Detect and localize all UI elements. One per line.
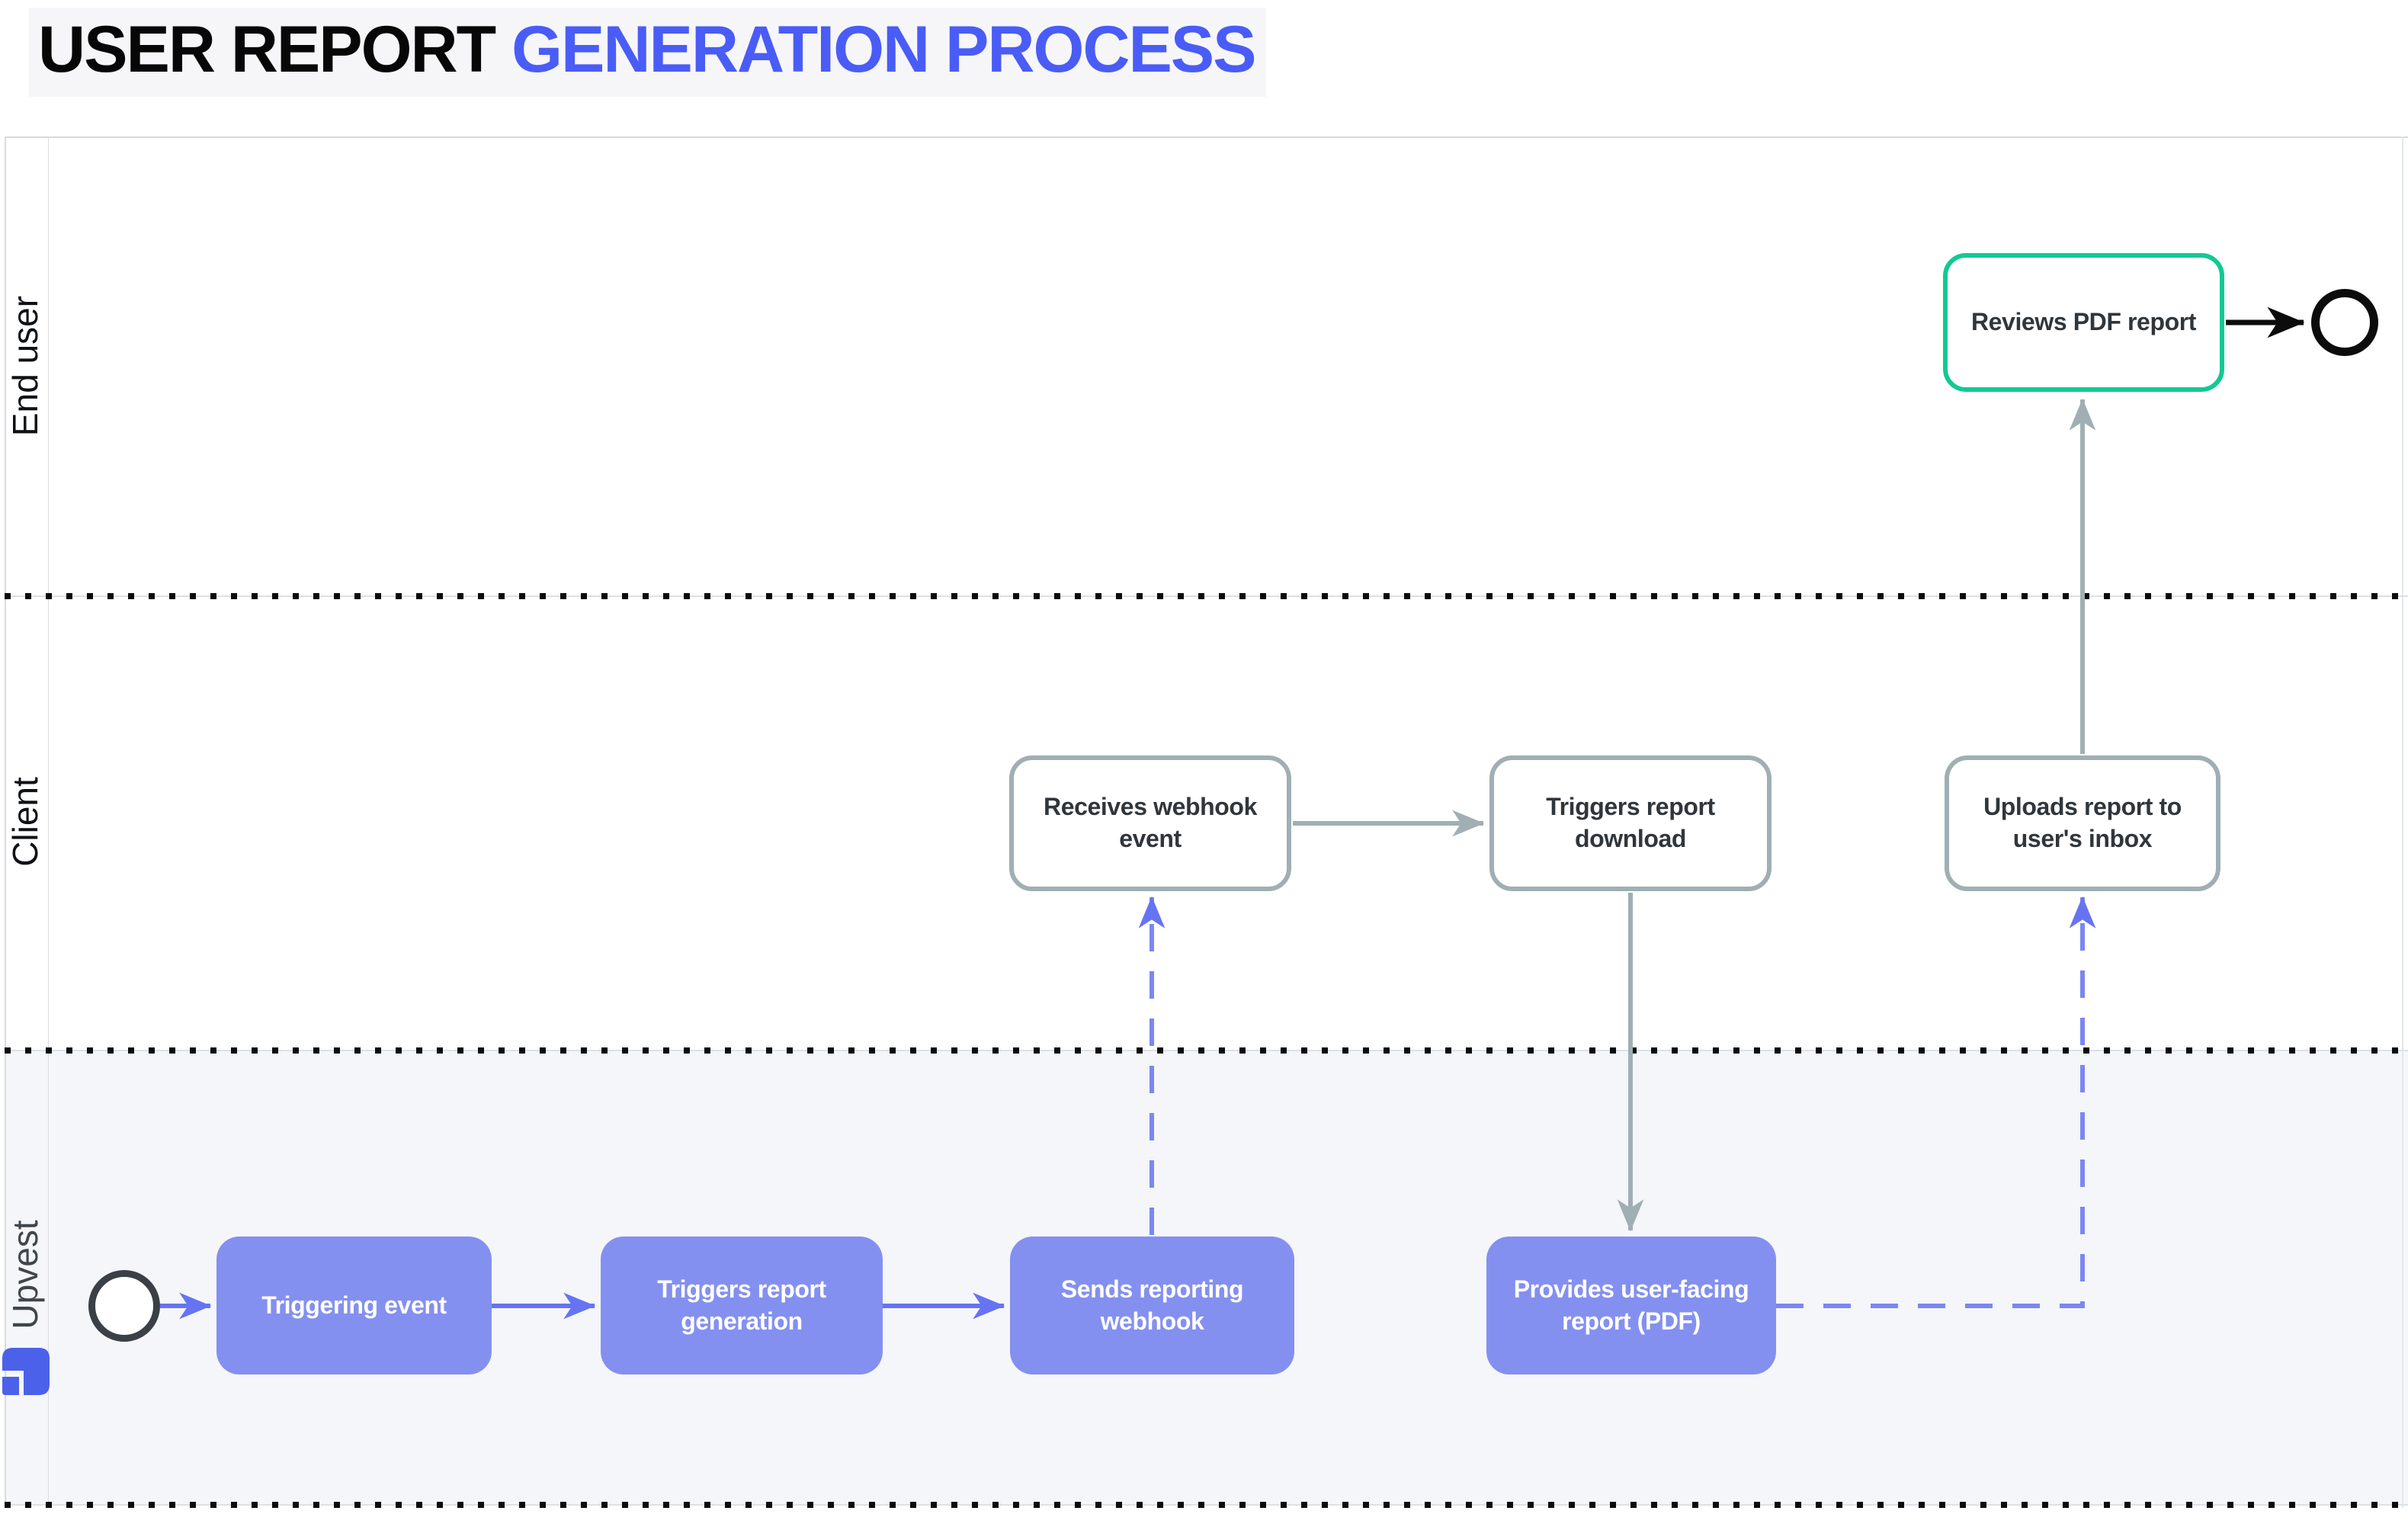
lane-label-client: Client <box>5 777 45 867</box>
page-title: USER REPORT GENERATION PROCESS <box>29 8 1266 97</box>
pool-border-top <box>5 136 2408 138</box>
task-reviews-pdf-report: Reviews PDF report <box>1943 253 2224 392</box>
page-title-accent: GENERATION PROCESS <box>511 13 1256 86</box>
lane-divider-enduser-client <box>5 593 2408 599</box>
end-event-circle <box>2311 289 2378 356</box>
pool-border-bottom <box>5 1502 2408 1508</box>
lane-label-end-user: End user <box>5 295 45 437</box>
task-receives-webhook-event: Receives webhook event <box>1009 755 1291 891</box>
lane-divider-client-upvest <box>5 1047 2408 1054</box>
lane-label-column-divider <box>48 136 49 1508</box>
task-uploads-report-to-inbox: Uploads report to user's inbox <box>1945 755 2220 891</box>
pool-border-right <box>2402 136 2403 1508</box>
task-triggers-report-download: Triggers report download <box>1489 755 1772 891</box>
task-triggering-event: Triggering event <box>216 1237 492 1374</box>
task-sends-reporting-webhook: Sends reporting webhook <box>1010 1237 1294 1374</box>
page-title-black: USER REPORT <box>38 13 496 86</box>
pool-border-left <box>5 136 6 1508</box>
upvest-logo-icon <box>2 1348 50 1395</box>
task-triggers-report-generation: Triggers report generation <box>601 1237 883 1374</box>
lane-label-upvest: Upvest <box>5 1220 45 1330</box>
task-provides-user-facing-report: Provides user-facing report (PDF) <box>1486 1237 1776 1374</box>
start-event-circle <box>88 1270 160 1342</box>
